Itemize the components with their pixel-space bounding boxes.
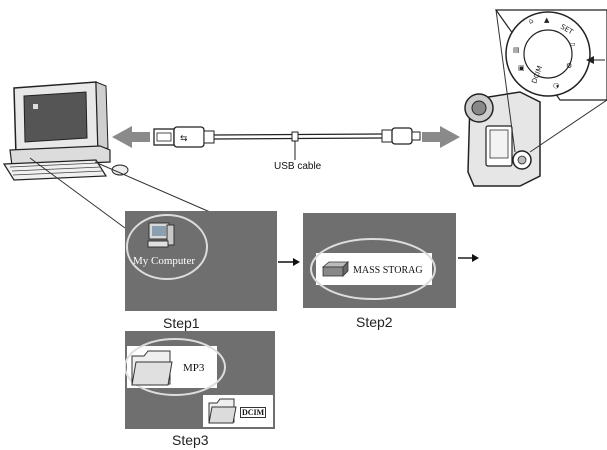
step1-label: Step1	[163, 315, 200, 331]
step1-highlight	[126, 214, 208, 280]
svg-text:▤: ▤	[513, 46, 520, 54]
step-arrow-1	[278, 258, 300, 266]
svg-text:▣: ▣	[518, 64, 525, 72]
computer-icon[interactable]	[145, 221, 177, 251]
mass-storage-label: MASS STORAG	[353, 265, 423, 276]
mp3-folder-label: MP3	[183, 362, 205, 374]
drive-icon	[321, 261, 349, 277]
svg-text:⇆: ⇆	[180, 134, 188, 144]
left-arrow	[112, 126, 150, 148]
svg-text:◔: ◔	[551, 81, 561, 90]
step3-label: Step3	[172, 432, 209, 448]
dcim-folder-icon	[208, 398, 237, 424]
step3-highlight	[125, 338, 226, 396]
right-arrow	[422, 126, 460, 148]
camera-illustration	[464, 9, 607, 187]
svg-text:▲: ▲	[544, 16, 550, 24]
callout-line	[29, 157, 126, 229]
step3-panel: MP3 DCIM	[125, 331, 275, 429]
svg-text:⚙: ⚙	[566, 62, 572, 70]
my-computer-label: My Computer	[133, 255, 196, 267]
usb-cable-label: USB cable	[274, 161, 322, 172]
dcim-folder-label: DCIM	[240, 407, 267, 418]
callout-line	[94, 161, 211, 213]
computer-illustration	[2, 81, 129, 181]
step1-panel: My Computer	[125, 211, 277, 311]
mode-dial-inset: ⌂ ▲ SET ▭ ⚙ ◔ DCIM ▣ ▤	[494, 9, 607, 101]
mp3-folder-icon	[131, 350, 173, 386]
svg-text:⌂: ⌂	[527, 17, 535, 26]
step2-label: Step2	[356, 314, 393, 330]
svg-text:▭: ▭	[569, 40, 576, 48]
step2-panel: MASS STORAG	[303, 213, 456, 308]
step-arrow-2	[458, 254, 479, 262]
usb-cable: ⇆	[153, 126, 421, 160]
step2-highlight	[310, 238, 436, 300]
